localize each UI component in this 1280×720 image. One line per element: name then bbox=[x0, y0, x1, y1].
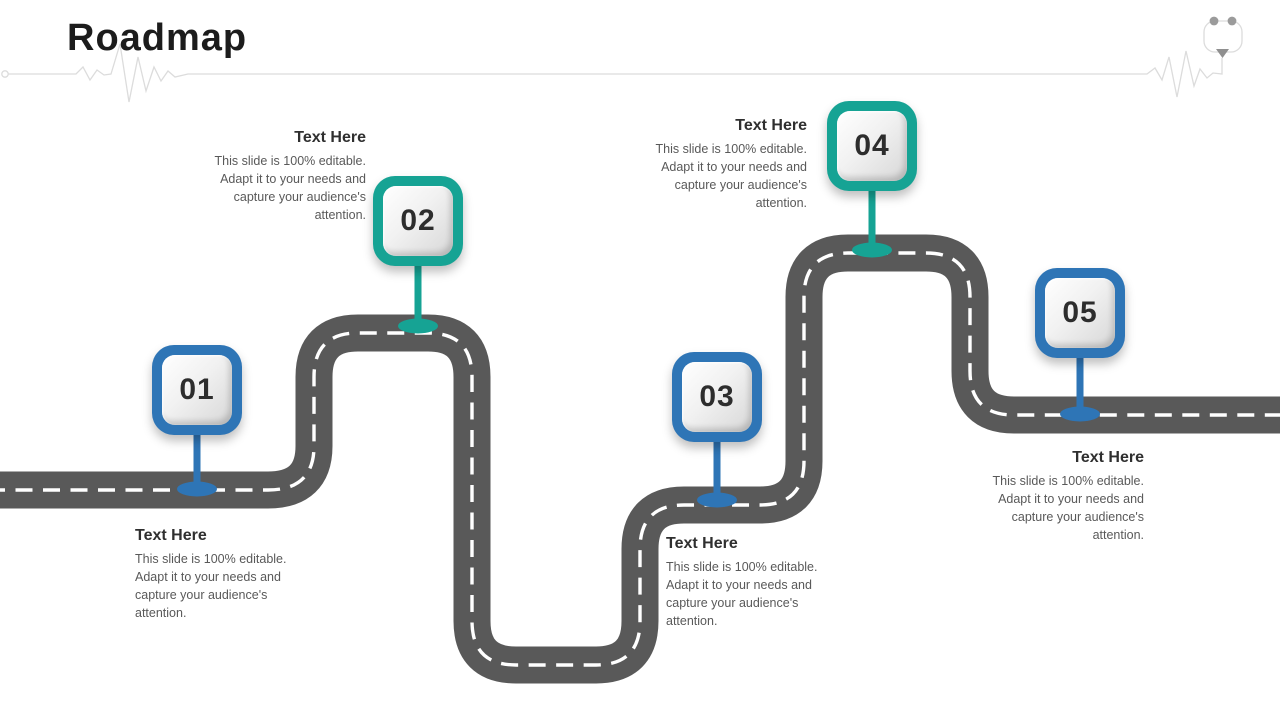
road-center-dash-line bbox=[0, 251, 1280, 667]
milestone-heading-02: Text Here bbox=[294, 129, 366, 146]
ekg-start-dot bbox=[1, 70, 9, 78]
milestone-number-01: 01 bbox=[162, 355, 232, 425]
milestone-description-01: This slide is 100% editable. Adapt it to… bbox=[135, 552, 287, 620]
earbuds-icon-details bbox=[1209, 16, 1237, 58]
milestone-description-03: This slide is 100% editable. Adapt it to… bbox=[666, 560, 818, 628]
milestone-stems bbox=[193, 188, 1084, 499]
milestone-textblock-01: Text Here This slide is 100% editable. A… bbox=[135, 527, 313, 622]
base-ellipse-01 bbox=[177, 481, 217, 497]
milestone-description-02: This slide is 100% editable. Adapt it to… bbox=[214, 154, 366, 222]
milestone-textblock-04: Text Here This slide is 100% editable. A… bbox=[629, 117, 807, 212]
milestone-marker-03: 03 bbox=[672, 352, 762, 442]
base-ellipse-02 bbox=[398, 318, 438, 334]
milestone-heading-05: Text Here bbox=[1072, 449, 1144, 466]
milestone-marker-05: 05 bbox=[1035, 268, 1125, 358]
milestone-heading-01: Text Here bbox=[135, 527, 207, 544]
milestone-number-03: 03 bbox=[682, 362, 752, 432]
milestone-base-ellipses bbox=[177, 242, 1100, 508]
ekg-path bbox=[8, 43, 1223, 103]
base-ellipse-04 bbox=[852, 242, 892, 258]
milestone-description-05: This slide is 100% editable. Adapt it to… bbox=[992, 474, 1144, 542]
milestone-number-05: 05 bbox=[1045, 278, 1115, 348]
earbud-right bbox=[1227, 16, 1237, 26]
page-title: Roadmap bbox=[67, 17, 248, 59]
base-ellipse-03 bbox=[697, 492, 737, 508]
milestone-number-02: 02 bbox=[383, 186, 453, 256]
base-ellipse-05 bbox=[1060, 406, 1100, 422]
milestone-marker-02: 02 bbox=[373, 176, 463, 266]
milestone-textblock-05: Text Here This slide is 100% editable. A… bbox=[966, 449, 1144, 544]
milestone-marker-01: 01 bbox=[152, 345, 242, 435]
milestone-number-04: 04 bbox=[837, 111, 907, 181]
earbuds-case-clasp bbox=[1216, 49, 1229, 58]
milestone-description-04: This slide is 100% editable. Adapt it to… bbox=[655, 142, 807, 210]
milestone-textblock-03: Text Here This slide is 100% editable. A… bbox=[666, 535, 844, 630]
milestone-textblock-02: Text Here This slide is 100% editable. A… bbox=[188, 129, 366, 224]
milestone-heading-03: Text Here bbox=[666, 535, 738, 552]
milestone-heading-04: Text Here bbox=[735, 117, 807, 134]
earbuds-icon bbox=[1203, 20, 1243, 53]
milestone-marker-04: 04 bbox=[827, 101, 917, 191]
earbud-left bbox=[1209, 16, 1219, 26]
